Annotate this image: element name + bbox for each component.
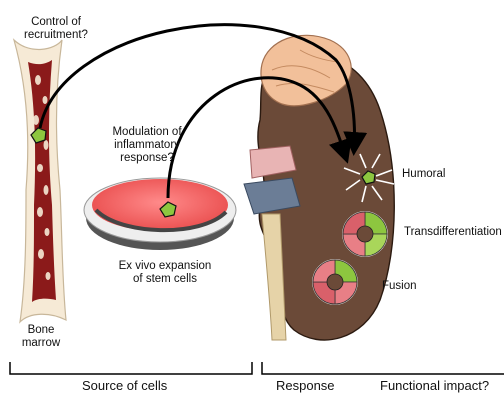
fusion-label: Fusion (382, 280, 417, 293)
transdiff-cluster (343, 212, 387, 256)
bone-line1: Bone (14, 324, 68, 337)
footer-impact: Functional impact? (380, 378, 489, 393)
footer-response: Response (276, 378, 335, 393)
modulation-line1: Modulation of (100, 126, 194, 139)
control-line1: Control of (18, 16, 94, 29)
transdiff-label: Transdifferentiation (404, 226, 502, 239)
control-line2: recruitment? (18, 29, 94, 42)
bone-line2: marrow (14, 337, 68, 350)
humoral-label: Humoral (402, 168, 445, 181)
footer-source: Source of cells (82, 378, 167, 393)
modulation-label: Modulation of inflammatory response? (100, 126, 194, 165)
exvivo-line1: Ex vivo expansion (110, 260, 220, 273)
exvivo-line2: of stem cells (110, 273, 220, 286)
control-recruitment-label: Control of recruitment? (18, 16, 94, 42)
fusion-cluster (313, 260, 357, 304)
footer-brackets (10, 362, 504, 374)
modulation-line3: response? (100, 152, 194, 165)
petri-dish-graphic (84, 178, 236, 250)
bone-marrow-graphic (14, 40, 66, 322)
exvivo-label: Ex vivo expansion of stem cells (110, 260, 220, 286)
bone-marrow-label: Bone marrow (14, 324, 68, 350)
modulation-line2: inflammatory (100, 139, 194, 152)
